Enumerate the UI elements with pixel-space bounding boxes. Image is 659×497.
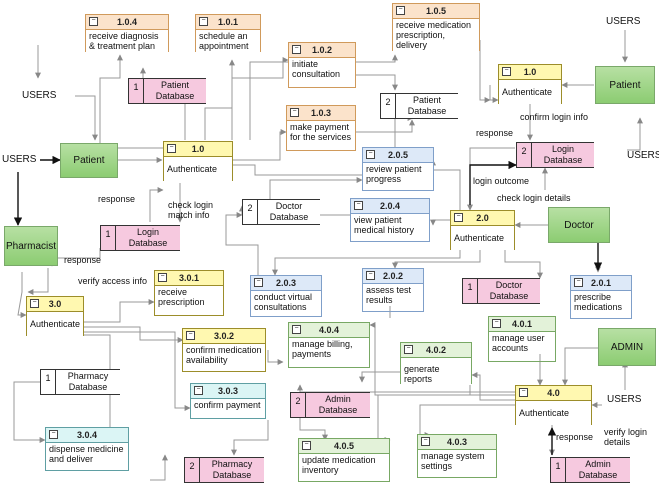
label-users-top-left: USERS	[22, 90, 57, 101]
collapse-icon[interactable]: −	[89, 17, 98, 26]
process-3-0[interactable]: −3.0 Authenticate	[26, 296, 84, 336]
collapse-icon[interactable]: −	[366, 271, 375, 280]
collapse-icon[interactable]: −	[292, 325, 301, 334]
label-users-top-right: USERS	[606, 16, 641, 27]
collapse-icon[interactable]: −	[290, 108, 299, 117]
collapse-icon[interactable]: −	[366, 150, 375, 159]
label-users-right-mid: USERS	[627, 150, 659, 161]
collapse-icon[interactable]: −	[354, 201, 363, 210]
entity-pharmacist[interactable]: Pharmacist	[4, 226, 58, 266]
entity-patient-right[interactable]: Patient	[595, 66, 655, 104]
entity-admin[interactable]: ADMIN	[598, 328, 656, 366]
entity-doctor[interactable]: Doctor	[548, 207, 610, 243]
process-1-0-right[interactable]: −1.0 Authenticate	[498, 64, 562, 104]
process-1-0-4[interactable]: −1.0.4 receive diagnosis& treatment plan	[85, 14, 169, 52]
collapse-icon[interactable]: −	[302, 441, 311, 450]
process-4-0[interactable]: −4.0 Authenticate	[515, 385, 592, 425]
collapse-icon[interactable]: −	[454, 213, 463, 222]
collapse-icon[interactable]: −	[158, 273, 167, 282]
collapse-icon[interactable]: −	[502, 67, 511, 76]
process-1-0-left[interactable]: −1.0 Authenticate	[163, 141, 233, 181]
label-response-4: response	[556, 432, 594, 442]
collapse-icon[interactable]: −	[194, 386, 203, 395]
entity-patient-left[interactable]: Patient	[60, 143, 118, 178]
collapse-icon[interactable]: −	[30, 299, 39, 308]
collapse-icon[interactable]: −	[574, 278, 583, 287]
collapse-icon[interactable]: −	[254, 278, 263, 287]
process-4-0-2[interactable]: −4.0.2 generate reports	[400, 342, 472, 385]
label-users-left: USERS	[2, 154, 37, 165]
label-verify-access-info: verify access info	[78, 276, 148, 286]
collapse-icon[interactable]: −	[199, 17, 208, 26]
collapse-icon[interactable]: −	[49, 430, 58, 439]
label-response-1: response	[98, 194, 136, 204]
label-confirm-login-info: confirm login info	[520, 112, 589, 122]
process-4-0-4[interactable]: −4.0.4 manage billing,payments	[288, 322, 370, 368]
collapse-icon[interactable]: −	[519, 388, 528, 397]
label-check-login-match: check login match info	[168, 200, 214, 220]
label-response-2: response	[476, 128, 514, 138]
label-verify-login-details: verify login details	[604, 427, 648, 447]
collapse-icon[interactable]: −	[292, 45, 301, 54]
label-check-login-details: check login details	[497, 193, 571, 203]
collapse-icon[interactable]: −	[492, 319, 501, 328]
collapse-icon[interactable]: −	[421, 437, 430, 446]
collapse-icon[interactable]: −	[404, 345, 413, 354]
label-response-3: response	[64, 255, 102, 265]
process-2-0[interactable]: −2.0 Authenticate	[450, 210, 515, 250]
label-login-outcome: login outcome	[473, 176, 530, 186]
collapse-icon[interactable]: −	[167, 144, 176, 153]
label-users-bottom-right: USERS	[607, 394, 642, 405]
collapse-icon[interactable]: −	[186, 331, 195, 340]
process-3-0-3[interactable]: −3.0.3 confirm payment	[190, 383, 266, 419]
collapse-icon[interactable]: −	[396, 6, 405, 15]
